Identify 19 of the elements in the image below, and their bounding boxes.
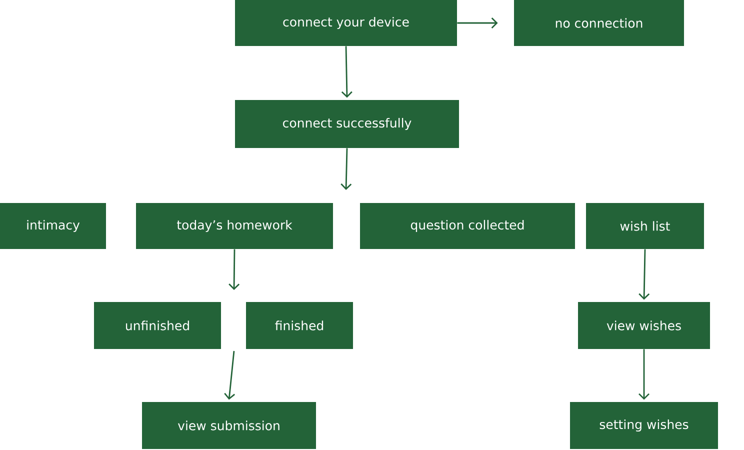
process-box: today’s homework bbox=[136, 203, 333, 249]
process-box: finished bbox=[246, 302, 353, 349]
arrow bbox=[341, 46, 352, 98]
process-box: setting wishes bbox=[570, 402, 718, 449]
process-box: view wishes bbox=[578, 302, 710, 349]
process-box: question collected bbox=[360, 203, 575, 249]
process-box: wish list bbox=[586, 203, 704, 249]
process-box: connect your device bbox=[235, 0, 457, 46]
arrow bbox=[340, 148, 352, 190]
arrow bbox=[457, 18, 498, 28]
arrow bbox=[638, 349, 650, 400]
arrow bbox=[228, 249, 240, 290]
arrow bbox=[224, 350, 236, 400]
process-box: view submission bbox=[142, 402, 316, 449]
process-box: intimacy bbox=[0, 203, 106, 249]
process-box: unfinished bbox=[94, 302, 221, 349]
process-box: connect successfully bbox=[235, 100, 459, 148]
arrow bbox=[638, 249, 650, 300]
process-box: no connection bbox=[514, 0, 684, 46]
